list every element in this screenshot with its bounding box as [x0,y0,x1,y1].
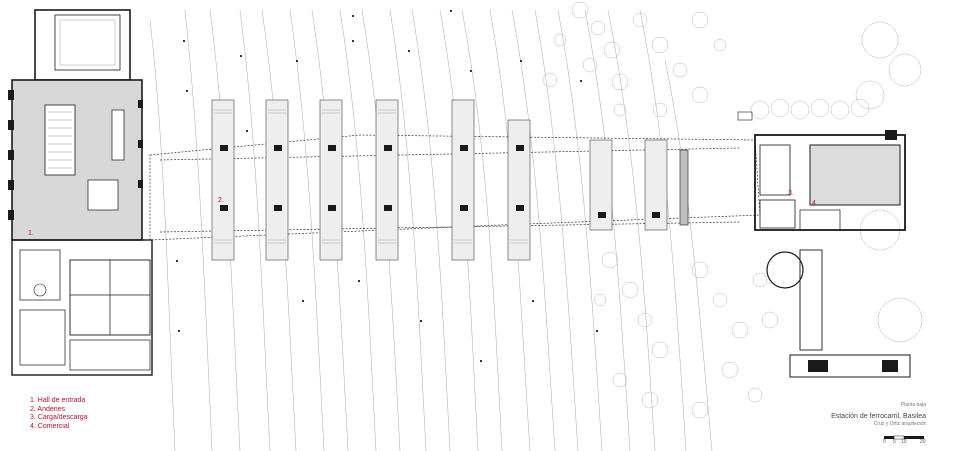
footbridge [149,134,761,241]
marker-platforms: 2. [218,197,224,204]
platforms [211,99,668,261]
marker-commercial: 4. [812,200,818,207]
track-signal-dots [176,10,598,362]
plan-subtitle: Planta baja [900,402,926,408]
scale-tick-5: 5 [893,439,896,445]
plan-title: Estación de ferrocarril, Basilea [831,413,926,420]
architects-credit: Cruz y Ortiz arquitectos [873,421,926,427]
legend-item: 4. Comercial [30,422,70,430]
trees [542,1,923,419]
legend: 1. Hall de entrada 2. Andenes 3. Carga/d… [30,397,88,431]
scale-tick-0: 0 [883,439,886,445]
scale-tick-20: 20 [920,439,926,445]
scale-bar: 0 5 10 20 [883,435,926,445]
marker-loading: 3. [788,190,794,197]
platform-stairs [220,145,660,218]
marker-hall: 1. [28,230,34,237]
scale-tick-10: 10 [901,439,907,445]
station-building [8,9,153,376]
commercial-building [737,111,911,378]
legend-item: 2. Andenes [30,405,66,413]
title-block: Planta baja Estación de ferrocarril, Bas… [831,402,926,427]
platform-hatching [214,109,528,244]
legend-item: 3. Carga/descarga [30,414,88,422]
legend-item: 1. Hall de entrada [30,397,86,404]
platform-wall [679,149,689,226]
